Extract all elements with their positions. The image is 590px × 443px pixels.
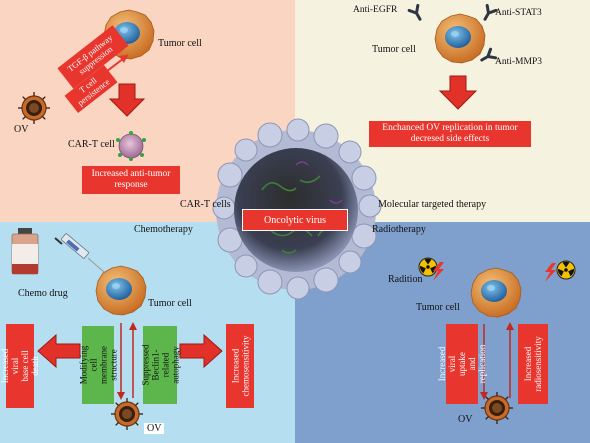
tumor-cell-label: Tumor cell — [148, 298, 192, 309]
chemosensitivity-box: Increased chemosensitivity — [226, 324, 254, 408]
arrow-head — [480, 392, 488, 400]
ov-replication-box: Enchanced OV replication in tumor decres… — [369, 121, 531, 147]
oncolytic-virus-icon — [480, 391, 514, 425]
viral-cell-death-box: Increased viral base cell death — [0, 324, 40, 408]
car-t-section-title: CAR-T cells — [180, 199, 231, 210]
chemo-drug-label: Chemo drug — [18, 288, 68, 299]
syringe-icon — [54, 233, 105, 273]
arrow-head — [506, 322, 514, 330]
antibody-icon — [407, 3, 426, 24]
tumor-cell-label: Tumor cell — [372, 44, 416, 55]
left-arrow-icon — [37, 333, 81, 369]
lightning-icon — [545, 263, 556, 282]
ov-label: OV — [458, 414, 473, 425]
anti-tumor-response-box: Increased anti-tumor response — [82, 166, 180, 194]
right-arrow-icon — [179, 333, 223, 369]
radiation-label: Radition — [388, 274, 423, 285]
tumor-cell-label: Tumor cell — [416, 302, 460, 313]
oncolytic-virus-icon — [17, 91, 51, 125]
oncolytic-virus-label: Oncolytic virus — [242, 209, 348, 231]
tumor-cell-icon — [434, 13, 486, 64]
arrow-head — [117, 392, 125, 400]
anti-egfr-label: Anti-EGFR — [353, 5, 398, 15]
chemotherapy-title: Chemotherapy — [134, 224, 193, 235]
car-t-cell-icon — [116, 131, 146, 161]
car-t-cell-label: CAR-T cell — [68, 139, 115, 150]
ov-label: OV — [144, 423, 165, 434]
viral-uptake-box: Increased viral uptake and replication — [437, 324, 487, 404]
down-arrow-icon — [438, 75, 478, 110]
down-arrow-icon — [108, 83, 146, 117]
tumor-cell-icon — [95, 265, 147, 316]
targeted-therapy-title: Molecular targeted therapy — [378, 199, 487, 210]
lightning-icon — [433, 262, 444, 281]
anti-stat3-label: Anti-STAT3 — [495, 8, 542, 18]
drug-bottle-icon — [11, 228, 39, 275]
antibody-icon — [477, 47, 498, 66]
ov-label: OV — [14, 124, 29, 135]
radiosensitivity-box: Increased radiosensitivity — [518, 324, 548, 404]
anti-mmp3-label: Anti-MMP3 — [495, 57, 542, 67]
arrow-head — [129, 322, 137, 330]
tumor-cell-icon — [470, 267, 522, 318]
tumor-cell-label: Tumor cell — [158, 38, 202, 49]
antibody-icon — [479, 3, 498, 24]
oncolytic-virus-icon — [110, 397, 144, 431]
radiation-icon — [556, 260, 576, 280]
membrane-structure-box: Modifying cell membrane structure — [78, 326, 118, 404]
radiotherapy-title: Radiotherapy — [372, 224, 426, 235]
arrow-head — [119, 55, 128, 63]
beclin1-autophagy-box: Suppressed Beclin1-related autophagy — [140, 326, 180, 404]
